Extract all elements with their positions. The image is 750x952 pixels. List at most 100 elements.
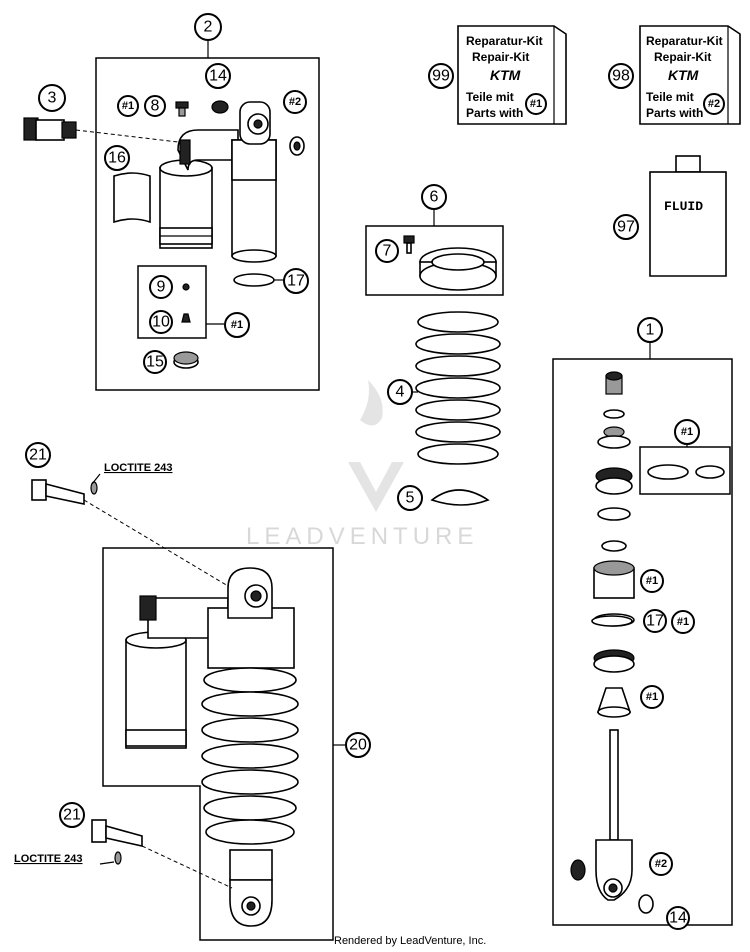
kit-ref-1-box99: #1 <box>525 93 547 115</box>
loctite-label-1: LOCTITE 243 <box>104 462 172 474</box>
ring-part-14 <box>211 100 229 114</box>
svg-text:10: 10 <box>152 314 170 331</box>
group-box-20 <box>102 547 334 941</box>
svg-text:1: 1 <box>646 322 655 339</box>
callout-1: 1 <box>637 317 663 343</box>
repair-kit-box-98: Reparatur-Kit Repair-Kit KTM Teile mit P… <box>639 25 741 125</box>
screw-part-7 <box>403 235 415 254</box>
svg-text:Teile mit: Teile mit <box>466 90 514 104</box>
callout-98: 98 <box>608 63 634 89</box>
repair-kit-box-99: Reparatur-Kit Repair-Kit KTM Teile mit P… <box>457 25 567 125</box>
callout-14a: 14 <box>205 63 231 89</box>
damper-body-part <box>231 101 277 263</box>
svg-text:21: 21 <box>29 447 47 464</box>
svg-text:15: 15 <box>146 354 164 371</box>
svg-text:98: 98 <box>612 68 630 85</box>
svg-text:8: 8 <box>151 98 160 115</box>
callout-20: 20 <box>345 732 371 758</box>
bolt-part-21b <box>91 819 143 865</box>
kit-ref-2b: #2 <box>649 852 673 876</box>
damper-internals-stack <box>570 371 654 914</box>
svg-text:#1: #1 <box>646 575 658 587</box>
footer-credit: Rendered by LeadVenture, Inc. <box>334 935 486 947</box>
spring-nut-part <box>419 247 497 291</box>
callout-21a: 21 <box>25 442 51 468</box>
svg-text:#1: #1 <box>681 426 693 438</box>
callout-17b: 17 <box>643 609 667 633</box>
svg-text:21: 21 <box>63 807 81 824</box>
svg-text:FLUID: FLUID <box>664 199 703 214</box>
sub-box-9-10 <box>137 265 207 339</box>
callout-8: 8 <box>144 95 166 117</box>
group-box-1 <box>552 358 733 926</box>
svg-text:#1: #1 <box>122 100 134 112</box>
watermark-v-icon <box>348 462 404 512</box>
reservoir-part <box>159 159 213 249</box>
complete-shock-20 <box>125 567 299 927</box>
kit-ref-1f: #1 <box>640 685 664 709</box>
svg-text:14: 14 <box>209 68 227 85</box>
svg-text:3: 3 <box>48 90 57 107</box>
watermark-flame-icon <box>360 380 383 426</box>
kit-ref-1b: #1 <box>224 312 250 338</box>
loctite-label-2: LOCTITE 243 <box>14 853 82 865</box>
callout-5: 5 <box>397 485 423 511</box>
svg-text:Repair-Kit: Repair-Kit <box>654 50 711 64</box>
callout-10: 10 <box>149 310 173 334</box>
callout-16: 16 <box>104 145 130 171</box>
kit-ref-2-box98: #2 <box>703 93 725 115</box>
svg-text:6: 6 <box>430 189 439 206</box>
reservoir-valve-part <box>179 139 191 165</box>
screw-part-8 <box>175 101 189 117</box>
svg-text:#1: #1 <box>646 691 658 703</box>
svg-text:Reparatur-Kit: Reparatur-Kit <box>466 34 543 48</box>
svg-text:20: 20 <box>349 737 367 754</box>
o-ring-part <box>695 465 725 479</box>
svg-text:5: 5 <box>406 490 415 507</box>
svg-text:9: 9 <box>157 279 166 296</box>
callout-7: 7 <box>375 239 399 263</box>
svg-text:#2: #2 <box>655 858 667 870</box>
svg-text:#1: #1 <box>677 616 689 628</box>
callout-2: 2 <box>194 13 222 41</box>
ball-part-9 <box>182 283 190 291</box>
retainer-part-5 <box>430 489 490 506</box>
callout-21b: 21 <box>59 802 85 828</box>
svg-text:#2: #2 <box>708 98 720 110</box>
svg-text:2: 2 <box>204 19 213 36</box>
callout-14b: 14 <box>666 906 690 930</box>
spring-part-4 <box>415 311 501 465</box>
kit-ref-1c: #1 <box>674 419 700 445</box>
svg-text:4: 4 <box>396 384 405 401</box>
svg-text:Parts with: Parts with <box>466 106 523 120</box>
leader-21a <box>83 499 229 587</box>
svg-text:17: 17 <box>287 273 305 290</box>
watermark: LEADVENTURE <box>246 380 473 550</box>
fluid-bottle-97: FLUID <box>649 155 727 277</box>
circlip-part-17b <box>591 615 633 627</box>
callout-9: 9 <box>149 275 173 299</box>
ktm-logo-99: KTM <box>490 67 521 83</box>
adjuster-part-3 <box>23 117 77 141</box>
svg-text:97: 97 <box>617 219 635 236</box>
valve-part-10 <box>181 313 191 323</box>
kit-ref-1d: #1 <box>640 569 664 593</box>
svg-text:Repair-Kit: Repair-Kit <box>472 50 529 64</box>
leader-3 <box>75 129 179 143</box>
callout-17a: 17 <box>283 268 309 294</box>
callout-6: 6 <box>421 184 447 210</box>
callout-15: 15 <box>143 350 167 374</box>
seal-ring-part <box>647 464 689 480</box>
svg-text:Teile mit: Teile mit <box>646 90 694 104</box>
leader-21b <box>141 845 233 889</box>
kit-ref-1e: #1 <box>671 610 695 634</box>
circlip-part-17 <box>233 273 275 287</box>
kit-ref-1a: #1 <box>117 95 139 117</box>
svg-text:#2: #2 <box>289 96 301 108</box>
svg-text:16: 16 <box>108 150 126 167</box>
svg-text:7: 7 <box>383 243 392 260</box>
svg-text:99: 99 <box>432 68 450 85</box>
label-sticker-part <box>113 172 151 224</box>
svg-text:14: 14 <box>669 910 687 927</box>
